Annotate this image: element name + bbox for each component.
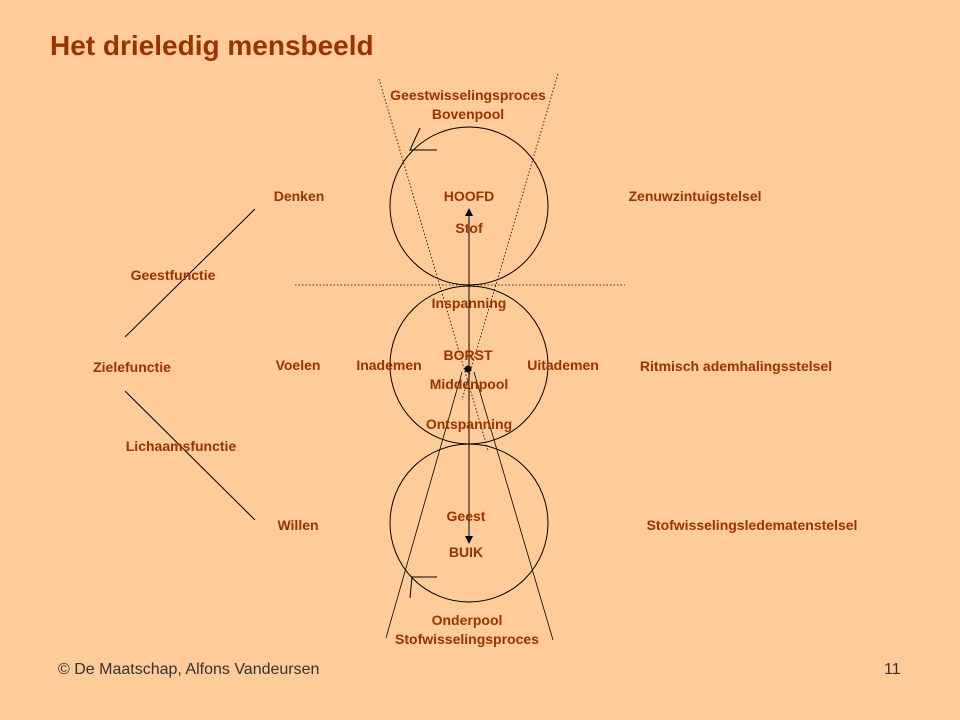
- top-circle-arrow: [409, 127, 437, 151]
- label-voelen: Voelen: [275, 357, 321, 373]
- label-onderpool: Onderpool: [431, 612, 503, 628]
- label-hoofd: HOOFD: [443, 188, 495, 204]
- label-geest: Geest: [446, 508, 486, 524]
- label-bovenpool: Bovenpool: [431, 106, 505, 122]
- footer-copyright: © De Maatschap, Alfons Vandeursen: [58, 661, 320, 678]
- label-geestfunctie: Geestfunctie: [130, 267, 216, 283]
- label-lichaamsfunctie: Lichaamsfunctie: [125, 438, 237, 454]
- label-ritmisch-ademhalingsstelsel: Ritmisch ademhalingsstelsel: [639, 358, 833, 374]
- label-inspanning: Inspanning: [431, 295, 507, 311]
- label-ontspanning: Ontspanning: [425, 416, 513, 432]
- dotted-line-left: [378, 78, 489, 451]
- label-middenpool: Middenpool: [429, 376, 509, 392]
- label-denken: Denken: [273, 188, 325, 204]
- label-stofwisselingsledematenstelsel: Stofwisselingsledematenstelsel: [646, 517, 858, 533]
- label-willen: Willen: [277, 517, 319, 533]
- label-uitademen: Uitademen: [527, 357, 599, 373]
- dotted-line-right: [461, 73, 559, 401]
- label-buik: BUIK: [448, 544, 484, 560]
- label-zielefunctie: Zielefunctie: [93, 359, 171, 375]
- branch-line-willen: [124, 390, 256, 521]
- label-inademen: Inademen: [356, 357, 422, 373]
- label-stof: Stof: [455, 220, 483, 236]
- footer-page-number: 11: [884, 661, 901, 678]
- label-stofwisselingsproces: Stofwisselingsproces: [395, 631, 539, 647]
- label-borst: BORST: [443, 347, 493, 363]
- bottom-circle-arrow: [409, 576, 437, 599]
- center-dot: [464, 365, 472, 373]
- label-zenuwzintuigstelsel: Zenuwzintuigstelsel: [628, 188, 762, 204]
- label-geestwisselingsproces: Geestwisselingsproces: [390, 87, 546, 103]
- lower-line-left: [385, 371, 463, 639]
- branch-line-denken: [124, 208, 256, 338]
- page-title: Het drieledig mensbeeld: [50, 30, 374, 61]
- lower-line-right: [473, 371, 554, 641]
